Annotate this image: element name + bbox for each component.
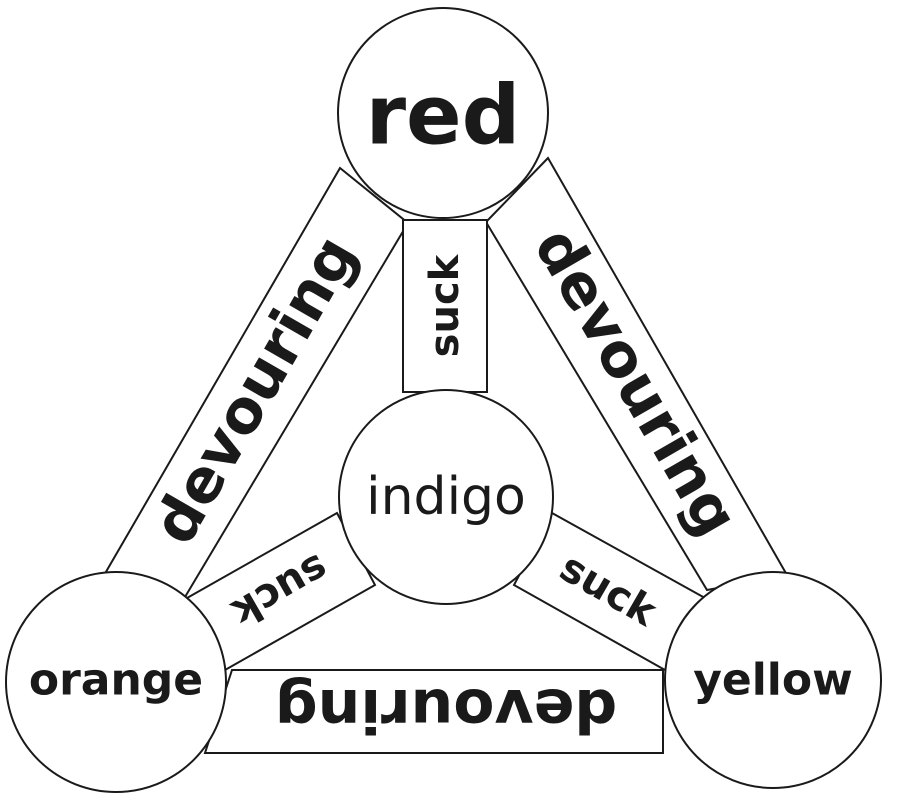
node-label-yellow: yellow: [693, 655, 853, 706]
node-orange: [5, 571, 227, 793]
node-indigo: [338, 389, 554, 605]
band-red-indigo: [402, 219, 488, 393]
node-yellow: [664, 571, 882, 789]
band-red-yellow: [484, 156, 789, 592]
edge-label-red-indigo: suck: [422, 253, 468, 357]
node-label-orange: orange: [29, 655, 203, 706]
edge-label-red-orange: devouring: [139, 224, 371, 556]
edge-label-orange-yellow: devouring: [275, 675, 618, 745]
edge-label-red-yellow: devouring: [520, 216, 752, 548]
node-red: [337, 7, 549, 219]
node-label-indigo: indigo: [366, 467, 526, 527]
node-label-red: red: [366, 69, 521, 164]
